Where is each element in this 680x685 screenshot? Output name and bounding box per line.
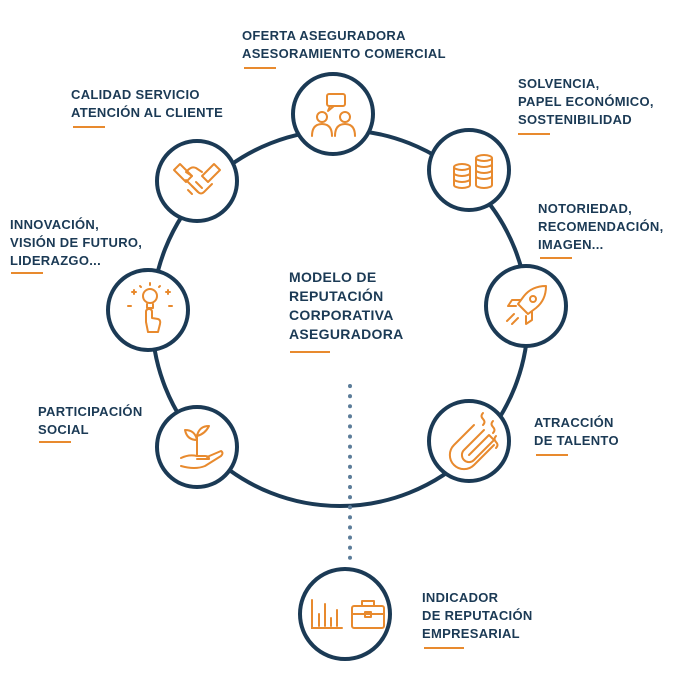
label-calidad: CALIDAD SERVICIO ATENCIÓN AL CLIENTE <box>71 86 223 122</box>
label-underline <box>244 67 276 69</box>
label-line: REPUTACIÓN <box>289 288 384 304</box>
rocket-icon <box>506 285 547 325</box>
label-line: CALIDAD SERVICIO <box>71 87 200 102</box>
label-underline <box>39 441 71 443</box>
label-line: EMPRESARIAL <box>422 626 520 641</box>
label-line: SOSTENIBILIDAD <box>518 112 632 127</box>
people-chat-icon <box>311 93 356 137</box>
label-line: DE TALENTO <box>534 433 619 448</box>
center-underline <box>290 351 330 353</box>
label-innovacion: INNOVACIÓN, VISIÓN DE FUTURO, LIDERAZGO.… <box>10 216 142 270</box>
plant-hand-icon <box>180 425 224 469</box>
label-participacion: PARTICIPACIÓN SOCIAL <box>38 403 143 439</box>
label-line: VISIÓN DE FUTURO, <box>10 235 143 250</box>
label-line: OFERTA ASEGURADORA <box>242 28 406 43</box>
magnet-icon <box>448 412 499 471</box>
label-line: PAPEL ECONÓMICO, <box>518 94 654 109</box>
label-line: NOTORIEDAD, <box>538 201 633 216</box>
label-line: LIDERAZGO... <box>10 253 101 268</box>
label-indicador: INDICADOR DE REPUTACIÓN EMPRESARIAL <box>422 589 533 643</box>
label-line: ASEGURADORA <box>289 326 404 342</box>
label-underline <box>73 126 105 128</box>
center-title: MODELO DE REPUTACIÓN CORPORATIVA ASEGURA… <box>289 268 404 344</box>
label-line: IMAGEN... <box>538 237 604 252</box>
node-notoriedad <box>484 264 568 348</box>
label-underline <box>540 257 572 259</box>
label-line: SOCIAL <box>38 422 89 437</box>
label-line: DE REPUTACIÓN <box>422 608 533 623</box>
handshake-icon <box>173 163 221 195</box>
label-line: MODELO DE <box>289 269 377 285</box>
label-line: ATENCIÓN AL CLIENTE <box>71 105 224 120</box>
node-atraccion <box>427 399 511 483</box>
label-underline <box>518 133 550 135</box>
label-line: ASESORAMIENTO COMERCIAL <box>242 46 446 61</box>
label-line: ATRACCIÓN <box>534 415 614 430</box>
label-notoriedad: NOTORIEDAD, RECOMENDACIÓN, IMAGEN... <box>538 200 664 254</box>
node-indicador <box>298 567 392 661</box>
label-line: SOLVENCIA, <box>518 76 600 91</box>
label-atraccion: ATRACCIÓN DE TALENTO <box>534 414 619 450</box>
label-line: PARTICIPACIÓN <box>38 404 143 419</box>
label-line: RECOMENDACIÓN, <box>538 219 664 234</box>
label-underline <box>536 454 568 456</box>
label-line: CORPORATIVA <box>289 307 394 323</box>
node-calidad <box>155 139 239 223</box>
node-innovacion <box>106 268 190 352</box>
label-oferta: OFERTA ASEGURADORA ASESORAMIENTO COMERCI… <box>242 27 446 63</box>
label-underline <box>424 647 464 649</box>
node-oferta <box>291 72 375 156</box>
label-solvencia: SOLVENCIA, PAPEL ECONÓMICO, SOSTENIBILID… <box>518 75 654 129</box>
coins-icon <box>453 154 493 189</box>
label-line: INDICADOR <box>422 590 499 605</box>
label-line: INNOVACIÓN, <box>10 217 100 232</box>
node-participacion <box>155 405 239 489</box>
briefcase-icon <box>351 600 385 629</box>
bar-chart-icon <box>311 599 343 629</box>
lightbulb-hand-icon <box>127 282 173 333</box>
label-underline <box>11 272 43 274</box>
node-solvencia <box>427 128 511 212</box>
